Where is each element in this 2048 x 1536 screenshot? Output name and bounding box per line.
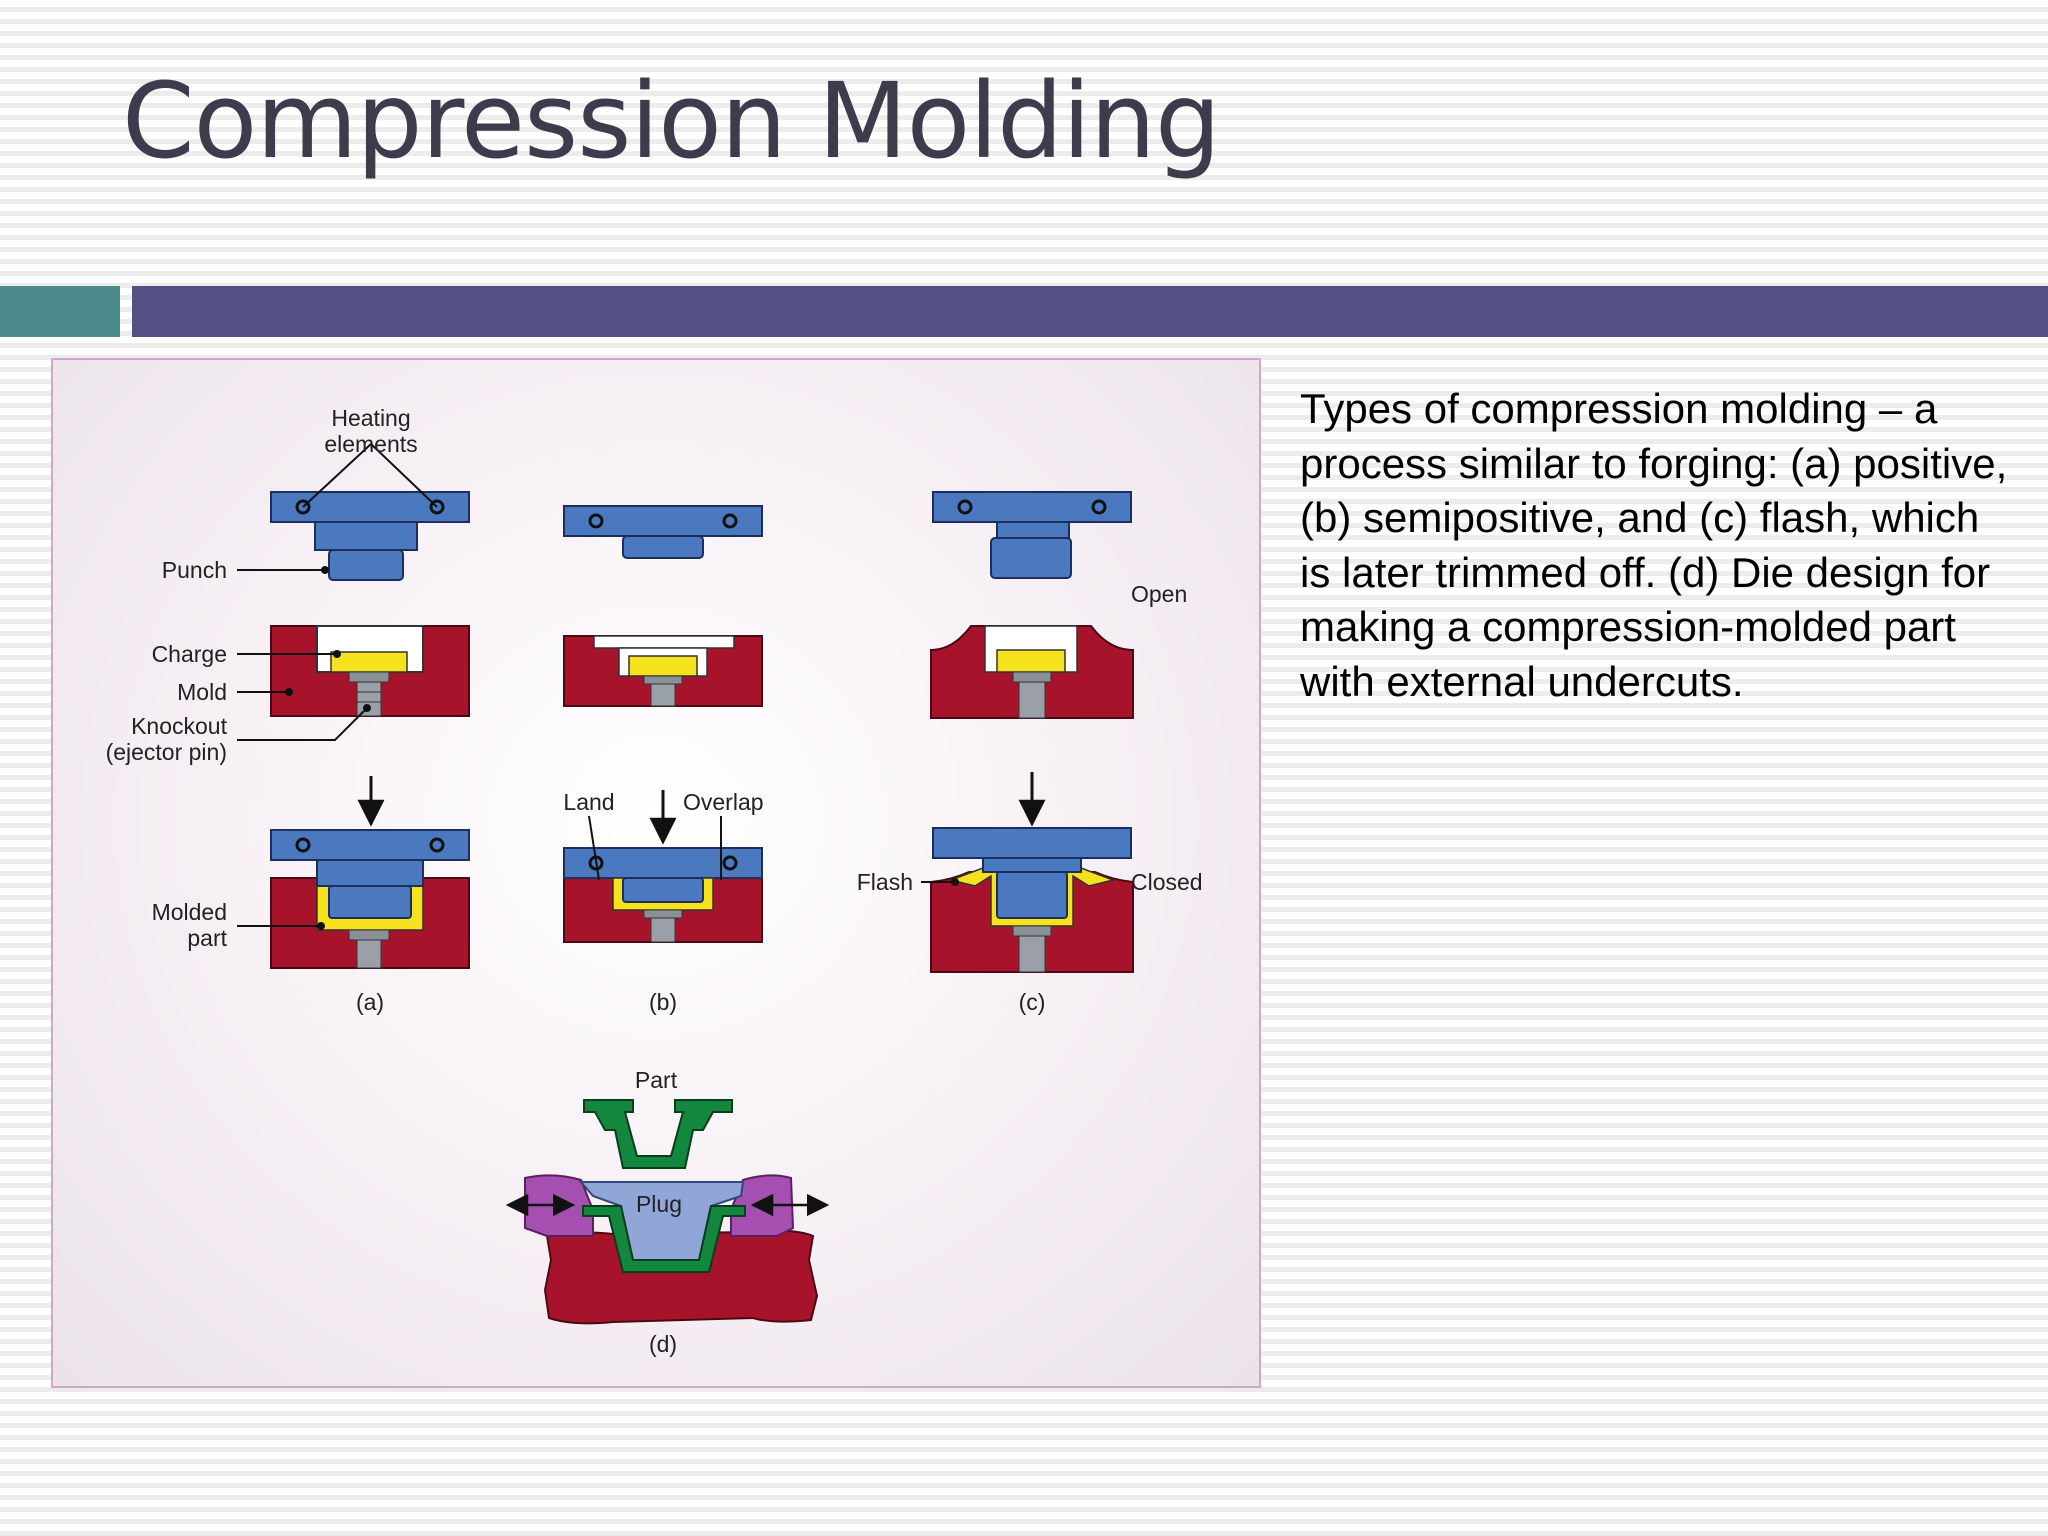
figure-frame: Heating elements Punch Charge Mold Knock… bbox=[51, 358, 1261, 1388]
panel-c-open bbox=[930, 491, 1134, 719]
label-part: Part bbox=[635, 1067, 678, 1093]
press-arrows bbox=[357, 772, 1046, 845]
label-punch: Punch bbox=[162, 557, 227, 583]
panel-b-open bbox=[563, 505, 763, 707]
figure-caption: Types of compression molding – a process… bbox=[1300, 385, 2008, 705]
label-molded-part-line2: part bbox=[187, 925, 227, 951]
label-knockout-line1: Knockout bbox=[131, 713, 228, 739]
label-heating-elements-line1: Heating bbox=[331, 405, 410, 431]
label-overlap: Overlap bbox=[683, 789, 764, 815]
label-panel-d: (d) bbox=[649, 1331, 677, 1357]
label-heating-elements-line2: elements bbox=[324, 431, 417, 457]
label-charge: Charge bbox=[152, 641, 227, 667]
label-mold: Mold bbox=[177, 679, 227, 705]
label-open: Open bbox=[1131, 581, 1187, 607]
label-closed: Closed bbox=[1131, 869, 1203, 895]
label-panel-a: (a) bbox=[356, 989, 384, 1015]
label-plug: Plug bbox=[636, 1191, 682, 1217]
accent-bar-purple bbox=[132, 286, 2048, 337]
label-molded-part-line1: Molded bbox=[152, 899, 227, 925]
label-knockout-line2: (ejector pin) bbox=[106, 739, 227, 765]
label-panel-c: (c) bbox=[1019, 989, 1046, 1015]
accent-bar-teal bbox=[0, 286, 120, 337]
panel-b-closed bbox=[563, 847, 763, 943]
leader-lines bbox=[237, 443, 959, 930]
label-panel-b: (b) bbox=[649, 989, 677, 1015]
panel-a-closed bbox=[270, 829, 470, 969]
slide-title: Compression Molding bbox=[122, 60, 1221, 182]
compression-molding-diagram: Heating elements Punch Charge Mold Knock… bbox=[106, 405, 1203, 1357]
panel-a-open bbox=[270, 491, 470, 717]
panel-c-closed bbox=[930, 827, 1134, 973]
label-flash: Flash bbox=[857, 869, 913, 895]
label-land: Land bbox=[563, 789, 614, 815]
panel-d-die bbox=[505, 1099, 830, 1325]
